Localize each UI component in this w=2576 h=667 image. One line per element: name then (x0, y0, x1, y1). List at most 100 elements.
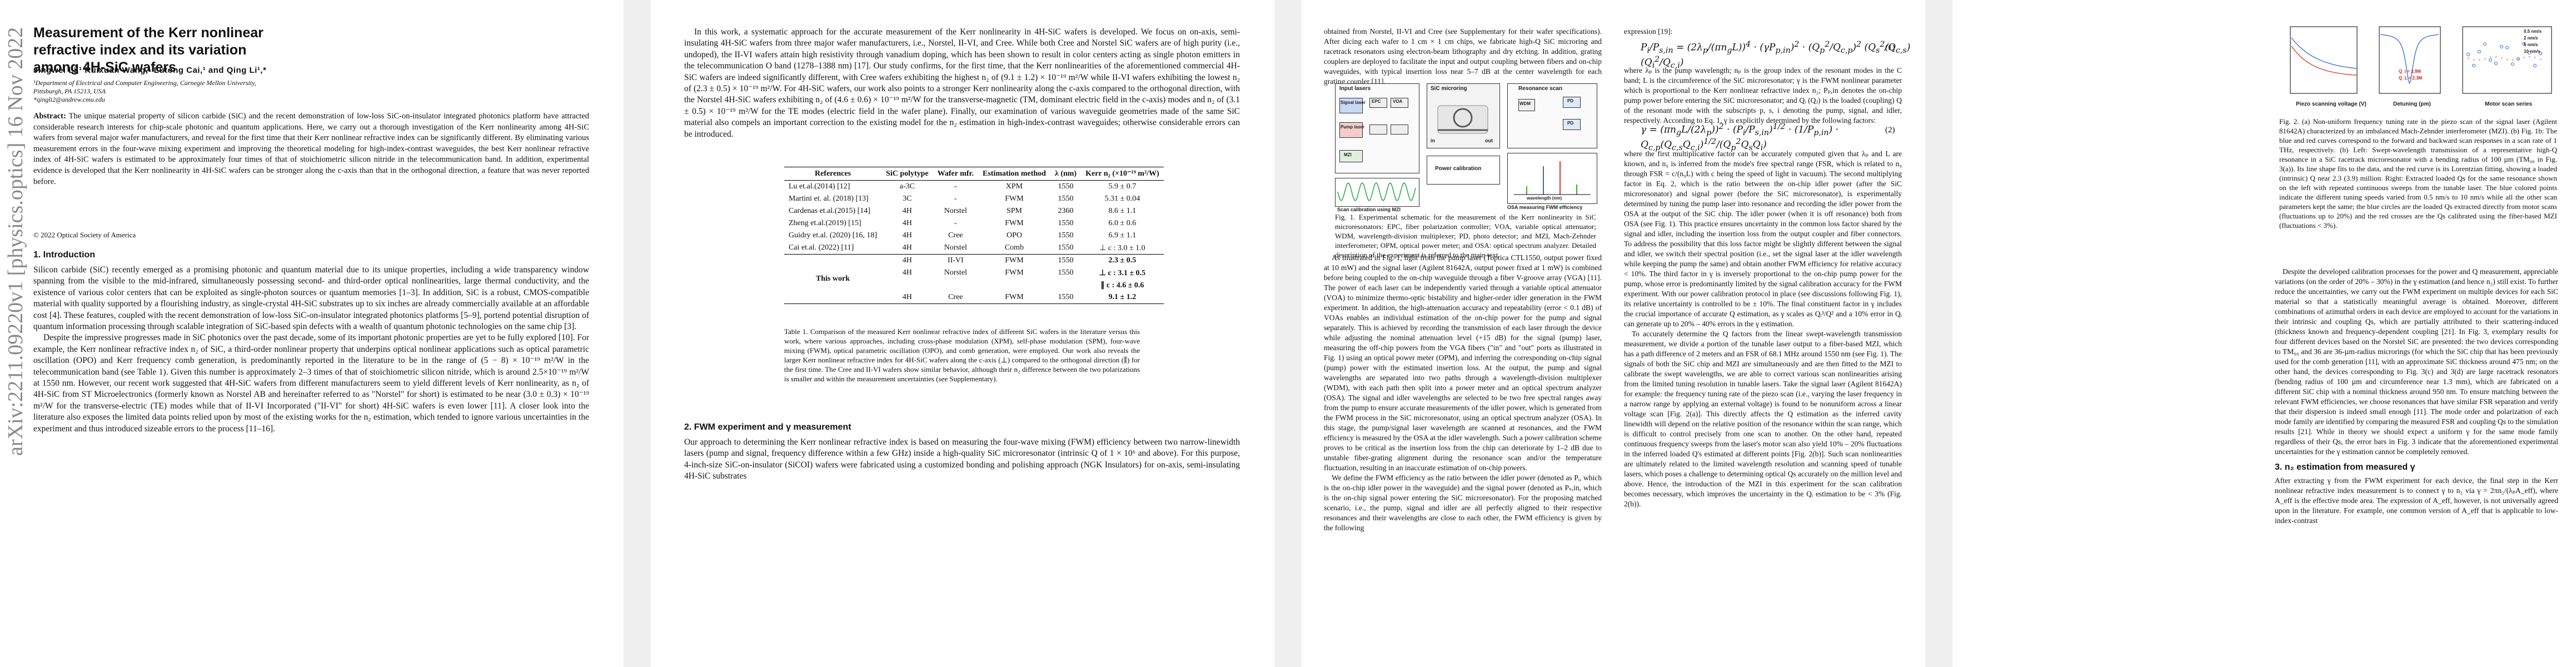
table-cell: 5.31 ± 0.04 (1104, 195, 1140, 203)
motor-scan-q-point (2494, 61, 2498, 65)
fabrication-paragraph: obtained from Norstel, II-VI and Cree (s… (1324, 27, 1602, 86)
table-cell (881, 279, 933, 291)
table-cell (978, 279, 1050, 291)
table-header-cell: λ (nm) (1050, 167, 1082, 181)
table-header-cell: Wafer mfr. (933, 167, 978, 181)
table-cell: ∥ c : 4.6 ± 0.6 (1100, 281, 1144, 290)
affiliation: ¹Department of Electrical and Computer E… (33, 79, 256, 95)
power-calibration-box (1427, 156, 1500, 185)
resonance-scan-label: Resonance scan (1518, 86, 1562, 92)
table-cell: 1550 (1058, 268, 1074, 277)
mzi-calibrated-q-point: × (2489, 55, 2492, 60)
equation-2: γ = (πngL/(2λp))2 · (Pi/Ps,in)1/2 · (1/P… (1641, 122, 1838, 153)
sic-microring-label: SiC microring (1431, 86, 1467, 92)
equation-explanation-paragraph: where λₚ is the pump wavelength; nₚ is t… (1624, 66, 1902, 125)
table-cell: 1550 (1050, 254, 1082, 267)
input-lasers-label: Input lasers (1339, 86, 1371, 92)
epc-box-pump (1369, 125, 1387, 135)
table-1: References SiC polytype Wafer mfr. Estim… (784, 167, 1164, 304)
mzi-calibrated-q-point: × (2484, 56, 2487, 61)
motor-scan-q-point (2511, 62, 2514, 66)
arxiv-identifier[interactable]: arXiv:2211.09220v1 [physics.optics] 16 N… (4, 27, 27, 456)
intro-paragraph-1: Silicon carbide (SiC) recently emerged a… (33, 265, 589, 332)
motor-scan-q-point (2539, 51, 2542, 55)
pd-label-2: PD (1567, 121, 1574, 126)
mzi-calibrated-q-point: × (2500, 56, 2503, 61)
pump-laser-box (1339, 122, 1363, 138)
fabrication-text: obtained from Norstel, II-VI and Cree (s… (1324, 27, 1602, 87)
osa-box (1507, 153, 1597, 204)
table-cell: Martini et. al. (2018) [13] (789, 195, 869, 203)
email-address[interactable]: *qingli2@andrew.cmu.edu (33, 96, 106, 103)
table-cell: II-VI (933, 254, 978, 267)
table-cell: 4H (902, 207, 912, 215)
table-header-cell: Estimation method (978, 167, 1050, 181)
mzi-calibrated-q-point: × (2473, 58, 2475, 63)
table-cell: - (954, 195, 957, 203)
paper-page-4: ×××××××××××××× Piezo scanning voltage (V… (1952, 0, 2576, 667)
pump-laser-label: Pump laser (1341, 125, 1365, 130)
figure-2: ×××××××××××××× Piezo scanning voltage (V… (2279, 21, 2557, 116)
motor-scan-q-point (2522, 42, 2525, 46)
mzi-calibrated-q-point: × (2528, 54, 2531, 59)
osa-spectrum (1514, 161, 1591, 195)
table-cell: Norstel (944, 207, 967, 215)
transmission-dip-curve (2380, 34, 2439, 84)
table-cell: FWM (1005, 219, 1024, 227)
efficiency-paragraph: We define the FWM efficiency as the rati… (1324, 474, 1602, 532)
expression-lead: expression [19]: (1624, 27, 1673, 36)
equation-1: Pi/Ps,in = (2λp/(πngL))4 · (γPp,in)2 · (… (1641, 40, 1911, 71)
figure-2-caption: Fig. 2. (a) Non-uniform frequency tuning… (2279, 117, 2557, 230)
mzi-calibrated-q-point: × (2506, 57, 2509, 62)
scan-calibration-box (1335, 178, 1419, 207)
microring-drawing (1437, 105, 1488, 134)
table-cell: - (954, 182, 957, 191)
fwm-paragraph: Our approach to determining the Kerr non… (684, 437, 1240, 481)
pd-box-1 (1563, 97, 1581, 108)
voa-box (1391, 98, 1408, 108)
motor-scan-q-point (2467, 53, 2470, 56)
fwm-section: 2. FWM experiment and γ measurement Our … (684, 422, 1240, 482)
epc-label: EPC (1372, 99, 1381, 104)
mzi-calibrated-q-point: × (2495, 54, 2498, 59)
motor-scan-q-point (2489, 58, 2492, 62)
mzi-calibrated-q-point: × (2517, 57, 2520, 62)
table-cell: FWM (1005, 195, 1024, 203)
table-cell: FWM (978, 291, 1050, 304)
pd-label-1: PD (1567, 98, 1574, 103)
table-cell: Zheng et.al.(2019) [15] (789, 219, 861, 227)
table-cell: 2.3 ± 0.5 (1081, 254, 1164, 267)
table-header-row: References SiC polytype Wafer mfr. Estim… (784, 167, 1164, 181)
work-overview: In this work, a systematic approach for … (684, 27, 1240, 140)
fig2a-xlabel: Piezo scanning voltage (V) (2296, 101, 2366, 107)
table-cell: Comb (1004, 243, 1024, 252)
motor-scan-q-point (2517, 57, 2520, 61)
mzi-calibrated-q-point: × (2467, 56, 2470, 61)
table-cell: 9.1 ± 1.2 (1081, 291, 1164, 304)
fig2b2-legend-2: 5 nm/s (2524, 42, 2538, 47)
table-caption: Table 1. Comparison of the measured Kerr… (784, 327, 1140, 384)
fig2b1-ql: Q_L = 2.3M (2399, 76, 2423, 81)
experiment-text: As illustrated in Fig. 1, light from the… (1324, 253, 1602, 533)
figure-1: Input lasers Signal laser Pump laser EPC… (1335, 83, 1597, 212)
pd-box-2 (1563, 119, 1581, 130)
table-cell: 1550 (1058, 243, 1074, 252)
osa-xlabel: wavelength (nm) (1527, 196, 1562, 201)
forward-scan-curve (2291, 37, 2357, 69)
motor-scan-q-point (2505, 46, 2509, 49)
intro-paragraph-2: Despite the impressive progresses made i… (33, 333, 589, 434)
motor-scan-q-point (2528, 51, 2531, 55)
scan-calibration-label: Scan calibration using MZI (1337, 207, 1401, 212)
this-work-label: This work (784, 254, 882, 304)
table-cell: 1550 (1058, 219, 1074, 227)
table-cell: Cai et.al. (2022) [11] (789, 243, 854, 252)
voa-label: VOA (1393, 99, 1403, 104)
voa-box-pump (1391, 125, 1408, 135)
